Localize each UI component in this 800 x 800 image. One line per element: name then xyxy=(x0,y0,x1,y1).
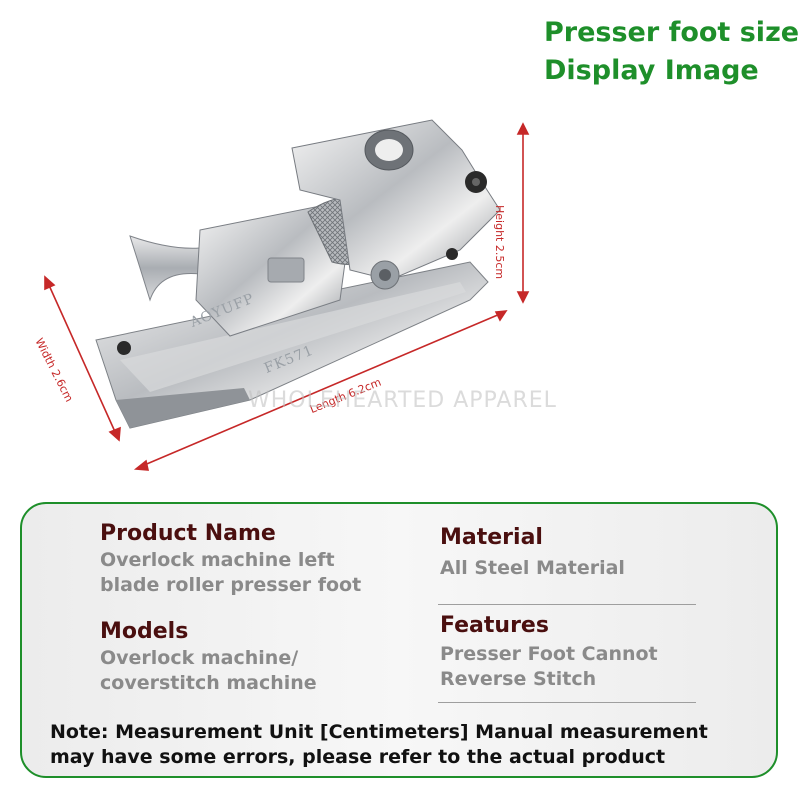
headline-line-2: Display Image xyxy=(544,55,759,86)
screws xyxy=(117,171,487,355)
product-name-value-line-2: blade roller presser foot xyxy=(100,574,362,596)
note-line-1: Note: Measurement Unit [Centimeters] Man… xyxy=(50,721,708,743)
shank xyxy=(195,205,349,337)
presser-foot-image xyxy=(44,119,530,471)
material-field: Material All Steel Material xyxy=(440,524,625,581)
models-label: Models xyxy=(100,619,189,644)
features-value-line-2: Reverse Stitch xyxy=(440,668,597,690)
product-info-card: Product Name Overlock machine left blade… xyxy=(20,502,778,778)
material-label: Material xyxy=(440,525,543,550)
dimension-arrows xyxy=(44,122,530,471)
models-value-line-2: coverstitch machine xyxy=(100,672,317,694)
clamp-block xyxy=(291,119,501,290)
models-value-line-1: Overlock machine/ xyxy=(100,647,299,669)
features-label: Features xyxy=(440,613,549,638)
sole-plate xyxy=(95,261,489,429)
watermark: WHOLEHEARTED APPAREL xyxy=(248,388,557,413)
product-name-label: Product Name xyxy=(100,521,276,546)
height-label: Height 2.5cm xyxy=(493,205,506,280)
product-name-value-line-1: Overlock machine left xyxy=(100,549,335,571)
features-divider xyxy=(438,702,696,703)
note-line-2: may have some errors, please refer to th… xyxy=(50,746,666,768)
material-divider xyxy=(438,604,696,605)
material-value: All Steel Material xyxy=(440,557,625,579)
models-field: Models Overlock machine/ coverstitch mac… xyxy=(100,618,317,696)
features-field: Features Presser Foot Cannot Reverse Sti… xyxy=(440,612,658,692)
headline-line-1: Presser foot size xyxy=(544,17,800,48)
product-name-field: Product Name Overlock machine left blade… xyxy=(100,520,361,598)
measurement-note: Note: Measurement Unit [Centimeters] Man… xyxy=(50,720,760,770)
features-value-line-1: Presser Foot Cannot xyxy=(440,643,658,665)
headline: Presser foot size Display Image xyxy=(544,14,799,90)
